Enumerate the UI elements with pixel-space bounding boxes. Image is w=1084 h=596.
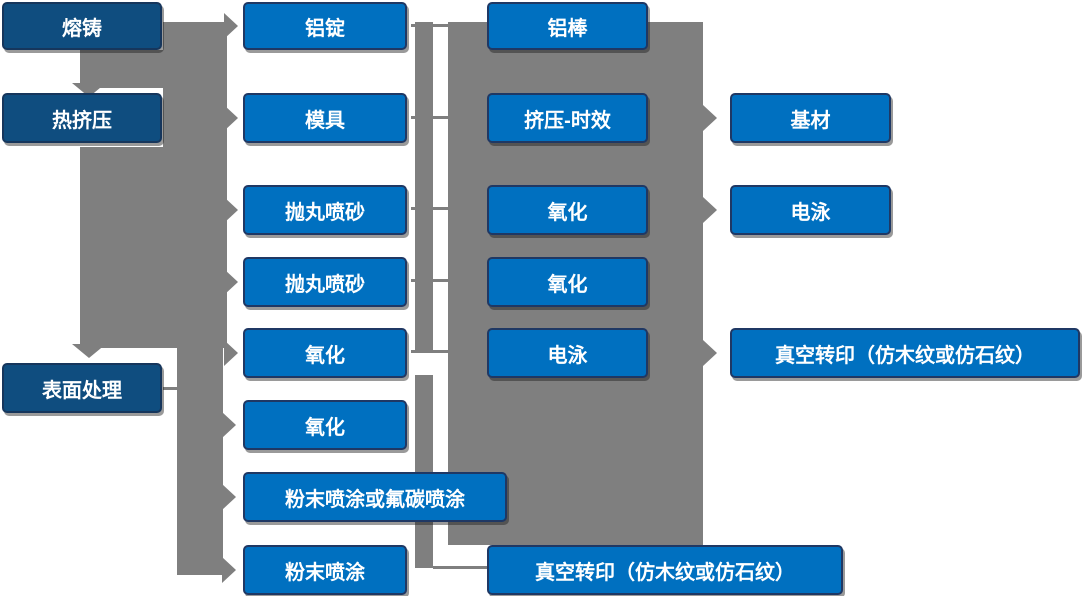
connector-bar [415,22,433,352]
flow-node-label: 熔铸 [62,17,102,40]
connector-line [411,279,450,282]
flow-node-label: 基材 [790,109,831,132]
flow-node-label: 电泳 [790,201,831,224]
arrow-right-icon [224,197,238,223]
flow-node-label: 挤压-时效 [524,109,611,132]
flow-node-moju: 模具 [243,93,407,143]
connector-line [411,116,450,119]
flow-node-yanghua-col2-2: 氧化 [243,400,407,450]
flow-node-fenmopentu: 粉末喷涂 [243,545,407,595]
flow-node-label: 铝锭 [305,17,345,40]
flow-node-rejiya: 热挤压 [2,93,162,143]
flow-node-yanghua-col3-1: 氧化 [487,185,648,235]
flow-node-zhenkong-col4: 真空转印（仿木纹或仿石纹） [730,328,1080,378]
flow-node-paowanpensha-2: 抛丸喷砂 [243,257,407,307]
connector-line [433,566,487,569]
flow-node-paowanpensha-1: 抛丸喷砂 [243,185,407,235]
arrow-right-icon [703,197,717,223]
arrow-right-icon [224,269,238,295]
flow-node-label: 抛丸喷砂 [285,273,365,296]
flow-node-label: 铝棒 [547,17,588,40]
flow-node-label: 抛丸喷砂 [285,201,365,224]
arrow-down-icon [72,344,106,358]
arrow-right-icon [224,105,238,131]
connector-line [411,350,450,353]
flow-node-lvding: 铝锭 [243,2,407,50]
flow-node-label: 真空转印（仿木纹或仿石纹） [535,561,795,584]
connector-line [411,24,450,27]
connector-bar [177,348,223,575]
flow-node-dianyong-col3: 电泳 [487,328,648,378]
flow-node-yanghua-col3-2: 氧化 [487,257,648,307]
flow-node-fenmo-futan: 粉末喷涂或氟碳喷涂 [243,472,507,522]
arrow-right-icon [224,340,238,366]
flow-node-yanghua-col2-1: 氧化 [243,328,407,378]
flow-node-label: 粉末喷涂或氟碳喷涂 [285,488,465,511]
flow-node-jiya-shixiao: 挤压-时效 [487,93,648,143]
flow-node-label: 氧化 [547,273,588,296]
flow-node-label: 粉末喷涂 [285,561,365,584]
arrow-right-icon [224,13,238,39]
arrow-right-icon [222,484,236,510]
flow-node-label: 氧化 [305,416,345,439]
flow-node-label: 模具 [305,109,345,132]
connector-line [163,387,179,390]
flow-node-biaomianchuli: 表面处理 [2,363,162,413]
flow-node-dianyong-col4: 电泳 [730,185,891,235]
connector-bar [80,147,227,348]
flow-node-zhenkong-col3: 真空转印（仿木纹或仿石纹） [487,545,843,595]
connector-bar [163,22,227,147]
arrow-right-icon [222,412,236,438]
arrow-right-icon [703,340,717,366]
flow-node-label: 热挤压 [52,109,112,132]
flow-node-label: 氧化 [305,344,345,367]
flow-node-label: 氧化 [547,201,588,224]
flow-node-jicai: 基材 [730,93,891,143]
flow-node-rongzhu: 熔铸 [2,2,162,50]
arrow-right-icon [703,105,717,131]
flow-node-label: 真空转印（仿木纹或仿石纹） [775,344,1035,367]
flow-node-lvbang: 铝棒 [487,2,648,50]
connector-line [411,207,450,210]
flow-node-label: 表面处理 [42,379,122,402]
flow-node-label: 电泳 [547,344,588,367]
arrow-right-icon [222,557,236,583]
